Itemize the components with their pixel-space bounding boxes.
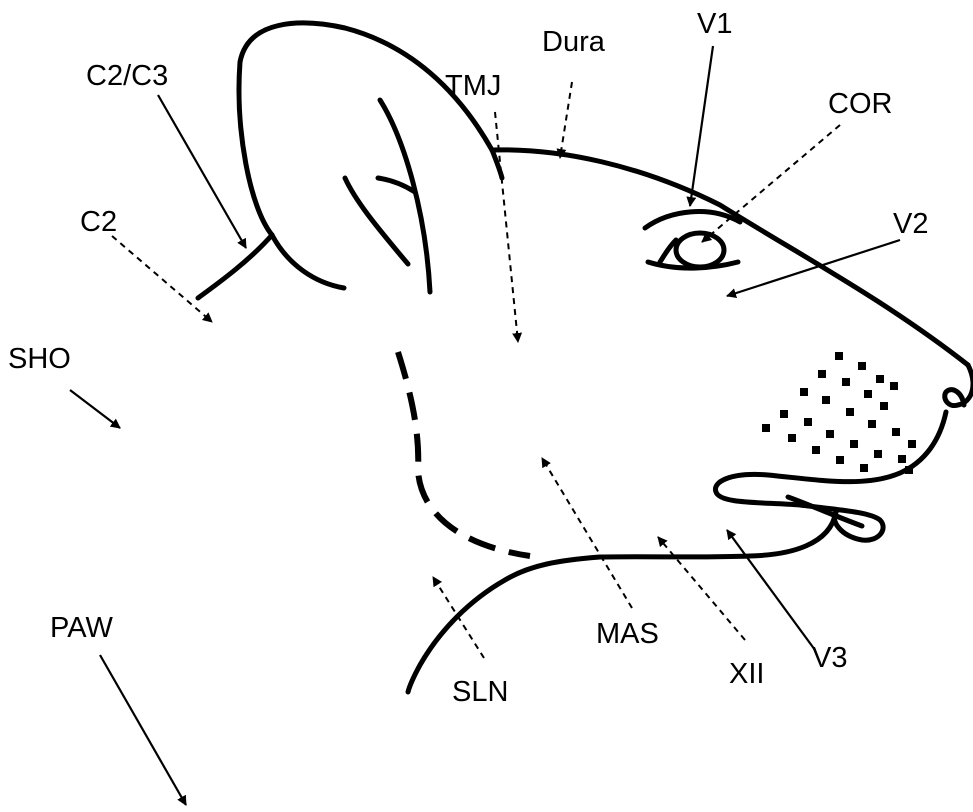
label-sln: SLN xyxy=(452,678,508,707)
v2-arrow xyxy=(727,240,900,296)
label-xii: XII xyxy=(729,660,764,689)
whisker-pad-dots xyxy=(762,352,916,474)
tmj-curve xyxy=(492,150,502,178)
label-tmj: TMJ xyxy=(445,72,501,101)
label-v1: V1 xyxy=(697,10,732,39)
nose-tip xyxy=(945,365,973,406)
label-cor: COR xyxy=(828,90,892,119)
mas-arrow xyxy=(542,458,632,608)
ear-outline xyxy=(239,23,492,235)
ear-bottom xyxy=(272,235,344,288)
ear-inner-fold-3 xyxy=(378,178,415,192)
label-v3: V3 xyxy=(812,644,847,673)
dura-arrow xyxy=(560,82,572,158)
label-paw: PAW xyxy=(50,614,113,643)
label-v2: V2 xyxy=(893,210,928,239)
label-mas: MAS xyxy=(596,620,659,649)
sho-arrow xyxy=(70,390,120,428)
v1-arrow xyxy=(690,46,713,206)
label-dura: Dura xyxy=(542,28,605,57)
c2c3-arrow xyxy=(158,95,246,248)
label-sho: SHO xyxy=(8,345,71,374)
ear-inner-fold-2 xyxy=(345,178,408,264)
neck-line xyxy=(198,235,272,298)
masseter-contour xyxy=(398,352,530,556)
c2-arrow xyxy=(112,236,212,322)
head-top-outline xyxy=(492,150,968,365)
label-c2c3: C2/C3 xyxy=(86,62,168,91)
eye-ball xyxy=(676,233,724,267)
sln-arrow xyxy=(433,577,484,658)
eye-upper-lid xyxy=(645,212,740,228)
tmj-arrow xyxy=(495,112,518,342)
label-c2: C2 xyxy=(80,208,117,237)
cor-arrow xyxy=(702,125,840,242)
xii-arrow xyxy=(658,537,745,640)
paw-arrow xyxy=(100,655,186,805)
